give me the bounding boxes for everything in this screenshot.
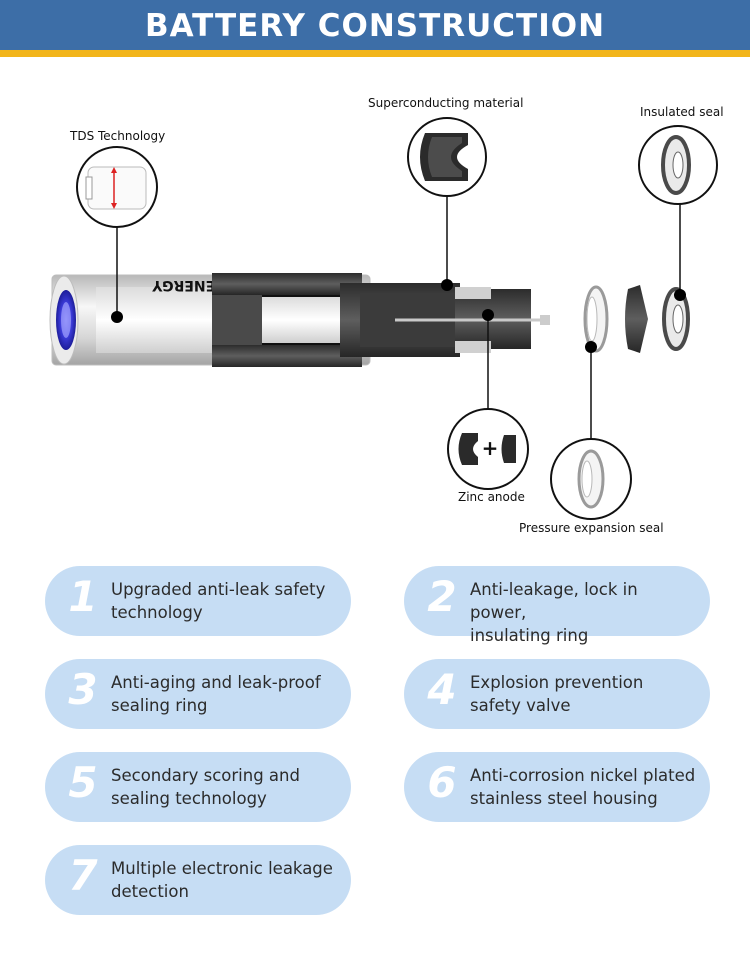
feature-item-5: 5 Secondary scoring and sealing technolo…	[45, 752, 351, 822]
feature-text-line: stainless steel housing	[470, 789, 658, 808]
feature-item-7: 7 Multiple electronic leakage detection	[45, 845, 351, 915]
feature-item-2: 2 Anti-leakage, lock in power, insulatin…	[404, 566, 710, 645]
feature-number: 1	[68, 572, 98, 621]
feature-number: 2	[427, 572, 457, 621]
superconducting-material-label: Superconducting material	[368, 96, 524, 110]
feature-number: 3	[68, 665, 98, 714]
seal-parts	[583, 285, 690, 353]
battery-diagram: XIN ENERGY	[0, 57, 750, 557]
feature-item-1: 1 Upgraded anti-leak safety technology	[45, 566, 351, 636]
superconducting-callout	[407, 117, 487, 197]
zinc-anode-label: Zinc anode	[458, 490, 525, 504]
feature-text-line: Multiple electronic leakage	[111, 859, 333, 878]
feature-text: Upgraded anti-leak safety technology	[111, 578, 337, 624]
feature-number: 6	[427, 758, 457, 807]
feature-number: 5	[68, 758, 98, 807]
header-banner	[0, 0, 750, 50]
zinc-anode-callout: +	[447, 408, 529, 490]
feature-text-line: Secondary scoring and	[111, 766, 300, 785]
insulated-seal-label: Insulated seal	[640, 105, 724, 119]
feature-number: 7	[68, 851, 98, 900]
feature-text-line: safety valve	[470, 696, 571, 715]
feature-text: Secondary scoring and sealing technology	[111, 764, 337, 810]
leader-lines	[116, 195, 681, 439]
feature-number: 4	[427, 665, 457, 714]
tds-technology-label: TDS Technology	[70, 129, 166, 143]
feature-text-line: Anti-corrosion nickel plated	[470, 766, 696, 785]
feature-text-line: Anti-aging and leak-proof	[111, 673, 321, 692]
feature-text: Explosion prevention safety valve	[470, 671, 696, 717]
pressure-seal-callout	[550, 438, 632, 520]
feature-item-3: 3 Anti-aging and leak-proof sealing ring	[45, 659, 351, 729]
feature-text-line: sealing ring	[111, 696, 208, 715]
feature-text-line: Anti-leakage, lock in power,	[470, 580, 638, 622]
feature-text: Anti-leakage, lock in power, insulating …	[470, 578, 696, 647]
feature-text-line: Upgraded anti-leak safety	[111, 580, 326, 599]
feature-text-line: sealing technology	[111, 789, 267, 808]
feature-text-line: detection	[111, 882, 189, 901]
battery-internals	[212, 273, 550, 367]
feature-item-6: 6 Anti-corrosion nickel plated stainless…	[404, 752, 710, 822]
insulated-seal-callout	[638, 125, 718, 205]
feature-text-line: insulating ring	[470, 626, 589, 645]
pressure-expansion-seal-label: Pressure expansion seal	[519, 521, 664, 535]
tds-callout	[76, 146, 158, 228]
feature-text: Multiple electronic leakage detection	[111, 857, 337, 903]
zinc-plus-sign: +	[482, 436, 499, 460]
feature-text-line: technology	[111, 603, 203, 622]
leader-dots	[111, 279, 686, 353]
battery-diagram-svg: XIN ENERGY	[49, 117, 718, 520]
feature-text-line: Explosion prevention	[470, 673, 644, 692]
feature-text: Anti-corrosion nickel plated stainless s…	[470, 764, 696, 810]
page-title: BATTERY CONSTRUCTION	[144, 8, 606, 44]
feature-item-4: 4 Explosion prevention safety valve	[404, 659, 710, 729]
header-stripe	[0, 50, 750, 57]
feature-text: Anti-aging and leak-proof sealing ring	[111, 671, 337, 717]
